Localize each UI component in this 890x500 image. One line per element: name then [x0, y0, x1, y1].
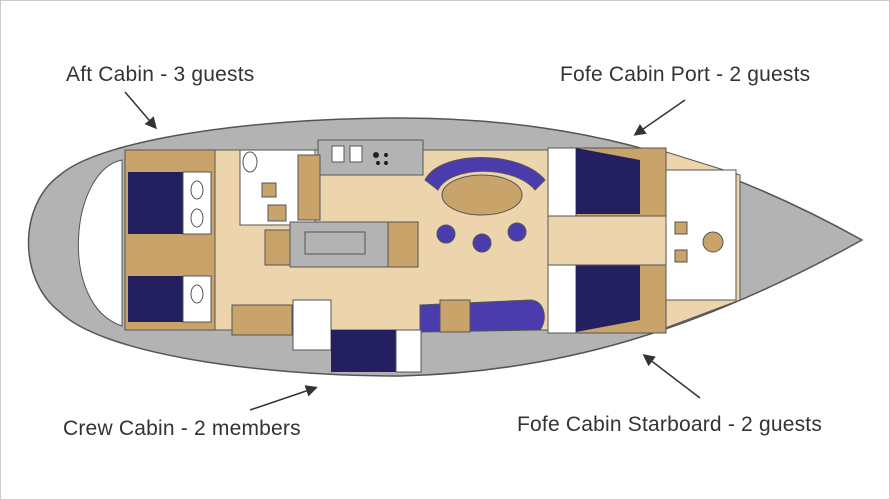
crew-berth — [331, 330, 396, 372]
label-crew-cabin: Crew Cabin - 2 members — [63, 417, 301, 440]
seat — [261, 182, 277, 198]
companionway-steps — [387, 221, 419, 268]
stool — [507, 222, 527, 242]
sink-icon — [349, 145, 363, 163]
stool — [436, 224, 456, 244]
starboard-settee — [419, 299, 545, 333]
pillow — [182, 275, 212, 323]
arrow-crew — [249, 385, 318, 411]
pillow-icon — [190, 180, 204, 200]
fore-head — [665, 169, 737, 301]
saloon-settee — [424, 157, 546, 191]
galley-counter — [297, 154, 321, 221]
sink-icon — [331, 145, 345, 163]
pillow — [547, 264, 577, 334]
engine-box — [289, 221, 389, 268]
arrow-fore-starboard — [642, 354, 701, 399]
fore-port-berth — [576, 148, 640, 214]
saloon-table — [441, 174, 523, 216]
arrow-fore-port — [633, 99, 686, 136]
fore-starboard-berth — [576, 265, 640, 332]
aft-berth-bottom — [128, 276, 183, 322]
stool — [472, 233, 492, 253]
pillow — [547, 147, 577, 217]
label-aft-cabin: Aft Cabin - 3 guests — [66, 63, 255, 86]
aft-steps — [264, 229, 291, 266]
pillow-icon — [190, 284, 204, 304]
seat — [267, 204, 287, 222]
crew-head — [292, 299, 332, 351]
cabinet — [231, 304, 293, 336]
pillow — [395, 329, 422, 373]
stove-icon — [373, 152, 379, 158]
cabinet — [439, 299, 471, 333]
pillow — [182, 171, 212, 235]
toilet-icon — [242, 151, 258, 173]
label-fore-cabin-starboard: Fofe Cabin Starboard - 2 guests — [517, 413, 823, 436]
passage — [547, 215, 667, 266]
transom-opening — [78, 159, 123, 327]
arrow-aft — [124, 91, 157, 130]
label-fore-cabin-port: Fofe Cabin Port - 2 guests — [560, 63, 811, 86]
pillow-icon — [190, 208, 204, 228]
aft-berth-top — [128, 172, 183, 234]
